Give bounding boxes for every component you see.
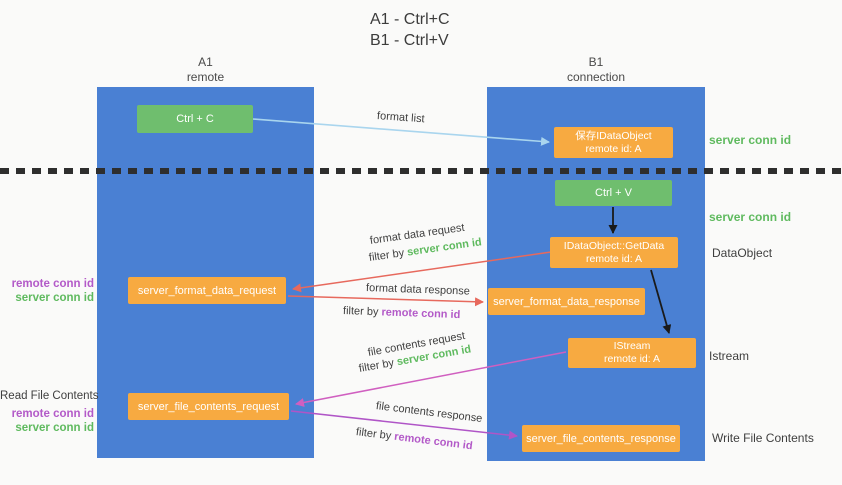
node-idataobject-getdata-line1: IDataObject::GetData — [563, 239, 665, 252]
file-contents-request-arrow — [295, 351, 567, 407]
node-istream-line2: remote id: A — [603, 353, 661, 365]
node-server-format-data-request: server_format_data_request — [128, 277, 286, 304]
getdata-to-istream-arrow — [650, 269, 672, 334]
column-a1-name: A1 — [198, 55, 213, 69]
node-server-format-data-response: server_format_data_response — [488, 288, 645, 315]
title-line-b1: B1 - Ctrl+V — [370, 32, 449, 49]
side-label-istream: Istream — [709, 349, 750, 363]
left-label-read-file-contents: Read File Contents — [0, 390, 99, 402]
node-server-file-contents-response-label: server_file_contents_response — [526, 432, 676, 445]
column-a1-subtitle: remote — [186, 70, 225, 84]
node-save-idataobject: 保存IDataObject remote id: A — [554, 127, 673, 158]
node-ctrl-c: Ctrl + C — [137, 105, 253, 133]
left-label-remote-conn-id-2: remote conn id — [11, 408, 94, 420]
format-data-request-arrow — [292, 251, 552, 293]
left-labels-file: Read File Contents remote conn id server… — [0, 389, 99, 435]
node-istream-line1: IStream — [613, 340, 651, 352]
left-label-remote-conn-id-1: remote conn id — [11, 278, 94, 290]
node-idataobject-getdata-line2: remote id: A — [585, 252, 643, 265]
filter-by-text: filter by — [342, 305, 379, 319]
format-data-response-arrow — [287, 295, 484, 307]
node-save-idataobject-line1: 保存IDataObject — [575, 129, 652, 142]
file-contents-response-arrow — [290, 410, 518, 440]
side-label-server-conn-id-mid: server conn id — [709, 210, 792, 224]
node-server-format-data-response-label: server_format_data_response — [493, 295, 640, 308]
node-server-file-contents-response: server_file_contents_response — [522, 425, 680, 452]
side-label-dataobject: DataObject — [712, 246, 773, 260]
dotted-separator-line — [0, 168, 842, 174]
title-line-a1: A1 - Ctrl+C — [370, 11, 450, 28]
format-list-arrow — [252, 118, 550, 146]
node-save-idataobject-line2: remote id: A — [585, 142, 642, 155]
node-ctrl-c-label: Ctrl + C — [176, 113, 214, 125]
column-b1-subtitle: connection — [566, 70, 626, 84]
left-label-server-conn-id-1: server conn id — [15, 292, 94, 304]
diagram-title: A1 - Ctrl+C B1 - Ctrl+V — [370, 9, 450, 51]
node-idataobject-getdata: IDataObject::GetData remote id: A — [550, 237, 678, 268]
side-label-server-conn-id-top: server conn id — [709, 133, 792, 147]
column-b1-name: B1 — [588, 55, 604, 69]
column-header-a1: A1 remote — [97, 55, 314, 85]
column-header-b1: B1 connection — [487, 55, 705, 85]
node-server-file-contents-request-label: server_file_contents_request — [137, 400, 280, 413]
node-server-file-contents-request: server_file_contents_request — [128, 393, 289, 420]
left-labels-format: remote conn id server conn id — [0, 277, 94, 305]
node-server-format-data-request-label: server_format_data_request — [137, 284, 277, 297]
node-ctrl-v-label: Ctrl + V — [595, 187, 632, 199]
node-ctrl-v: Ctrl + V — [555, 180, 672, 206]
left-label-server-conn-id-2: server conn id — [15, 422, 94, 434]
node-istream: IStream remote id: A — [568, 338, 696, 368]
side-label-write-file-contents: Write File Contents — [712, 431, 814, 445]
